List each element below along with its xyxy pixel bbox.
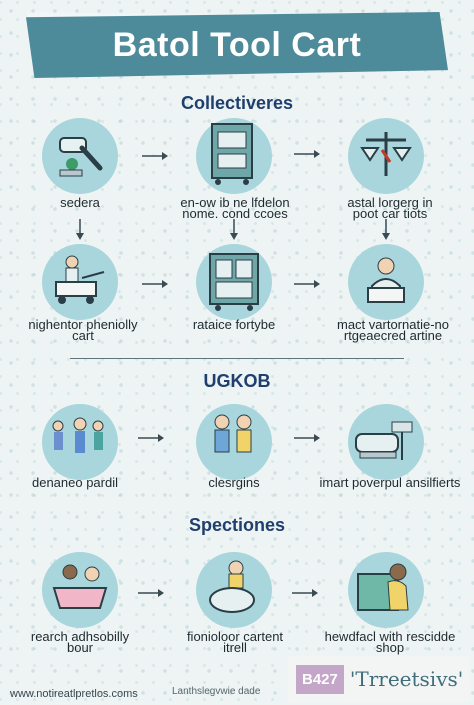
section-title-1: Collectiveres [180,93,294,113]
two-people-icon [196,404,272,480]
footer-url: www.notireatlpretlos.coms [10,688,138,700]
arrow-right-icon [142,152,168,160]
node-label: nome. cond ccoes [182,206,288,221]
arrow-right-icon [294,434,320,442]
arrow-down-icon [76,219,84,240]
cart-cabinet-icon [196,118,272,194]
scale-icon [348,118,424,194]
person-with-basket-icon [196,552,272,628]
node-label: clesrgins [208,475,260,490]
node-label: imart poverpul ansilfierts [319,475,461,490]
node-label: rataice fortybe [192,317,276,332]
arrow-right-icon [294,150,320,158]
node-label: bour [66,640,94,655]
tool-arm-icon [42,118,118,194]
node-label: poot car tiots [352,206,428,221]
badge-word: 'Trreetsivs' [349,667,464,691]
arrow-right-icon [292,589,318,597]
arrow-right-icon [294,280,320,288]
node-label: cart [72,328,94,343]
child-bath-icon [42,552,118,628]
footer-note: Lanthslegvwie dade [172,686,261,697]
node-label: hewdfacl with rescidde [324,629,456,644]
node-label: rearch adhsobilly [30,629,130,644]
arrow-down-icon [382,219,390,240]
worker-desk-icon [348,244,424,320]
node-label: mact vartornatie-no [337,317,449,332]
node-label: fionioloor cartent [186,629,284,644]
node-label: en-ow ib ne lfdelon [180,195,290,210]
arrow-right-icon [142,280,168,288]
section-divider [70,358,404,359]
node-label: denaneo pardil [31,475,119,490]
section-title-3: Spectiones [188,515,286,535]
node-label: sedera [60,195,100,210]
arrow-right-icon [138,589,164,597]
badge-number: B427 [296,664,344,694]
node-label: astal lorgerg in [347,195,433,210]
arrow-right-icon [138,434,164,442]
section-title-2: UGKOB [203,371,271,391]
node-label: rtgeaecred artine [343,328,443,343]
family-group-icon [42,404,118,480]
woman-with-cart-icon [348,552,424,628]
title-banner: Batol Tool Cart [26,12,448,78]
page-title: Batol Tool Cart [112,25,362,64]
machine-unit-icon [348,404,424,480]
node-label: shop [375,640,405,655]
node-label: nighentor pheniolly [28,317,138,332]
person-on-cart-icon [42,244,118,320]
node-label: itrell [223,640,247,655]
storage-cabinet-icon [196,244,272,320]
footer-badge: B427 'Trreetsivs' [288,656,470,702]
arrow-down-icon [230,219,238,240]
